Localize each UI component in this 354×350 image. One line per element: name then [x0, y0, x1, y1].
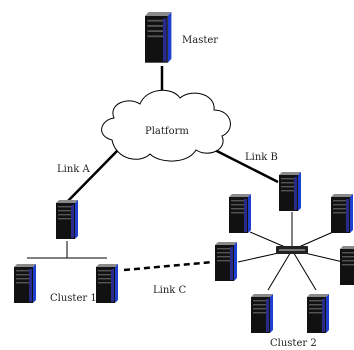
link-b-line — [204, 143, 279, 184]
server-cluster2-right — [340, 246, 354, 285]
server-cluster2-lower-left — [251, 294, 273, 333]
gateway-server-cluster1 — [56, 200, 78, 239]
cluster2-label: Cluster 2 — [270, 338, 317, 349]
server-cluster2-upper-left — [229, 194, 251, 233]
link-c-label: Link C — [153, 285, 187, 296]
master-server — [145, 12, 172, 63]
cluster1-label: Cluster 1 — [50, 293, 97, 304]
platform-label: Platform — [145, 126, 189, 137]
link-c-line — [123, 260, 214, 272]
link-a-label: Link A — [57, 164, 91, 175]
link-a-line — [66, 149, 119, 203]
server-cluster1-left — [14, 264, 36, 303]
cluster2-switch — [276, 246, 308, 254]
server-cluster2-upper-right — [331, 194, 353, 233]
server-cluster1-right — [96, 264, 118, 303]
link-b-label: Link B — [245, 152, 278, 163]
server-cluster2-lower-right — [307, 294, 329, 333]
server-cluster2-left — [215, 242, 237, 281]
master-label: Master — [182, 35, 218, 46]
gateway-server-cluster2 — [279, 172, 301, 211]
platform-cloud — [101, 89, 231, 162]
